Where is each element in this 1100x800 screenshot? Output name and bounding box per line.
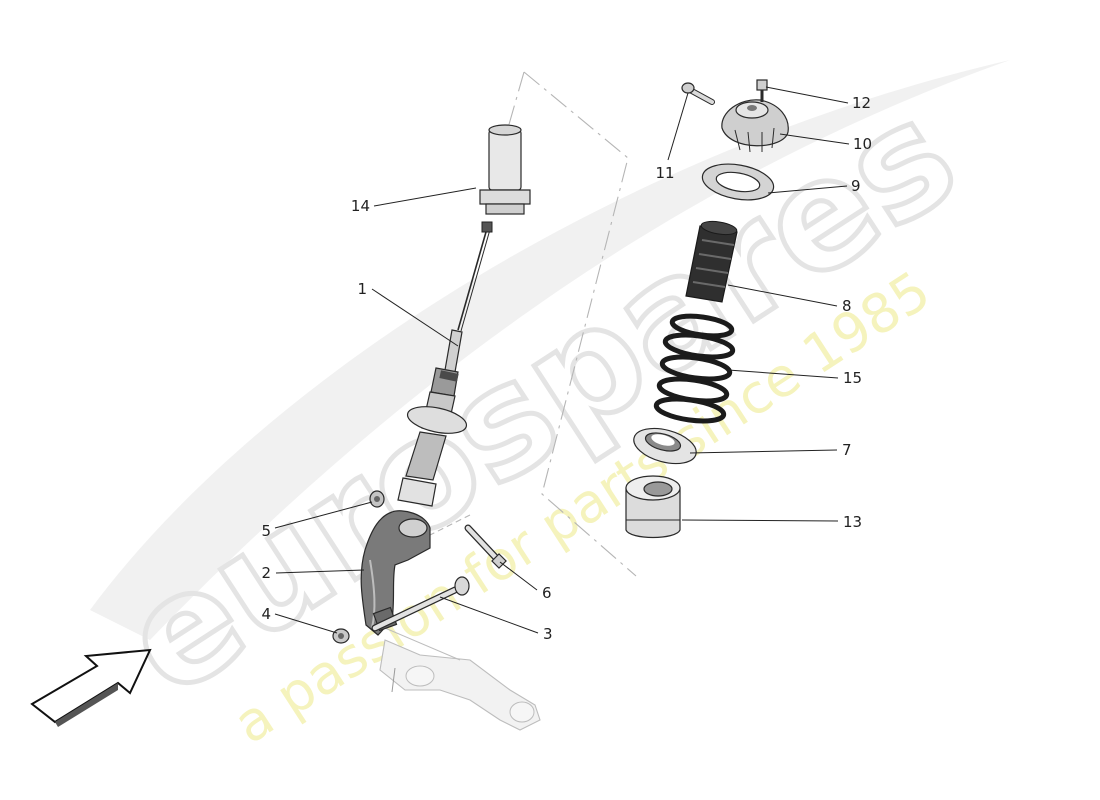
part-13-lower-seat [625,475,681,539]
callout-2: 2 [261,564,271,582]
part-10-top-mount [721,99,789,153]
leader-lines [274,86,850,634]
leader-7 [689,449,838,454]
part-12-screw [756,79,768,102]
callout-9: 9 [851,177,861,195]
leader-12 [765,86,849,104]
callout-10: 10 [853,135,872,153]
watermark: eurospares a passion for parts since 198… [90,60,1010,756]
leader-3 [439,596,539,634]
callout-8: 8 [842,297,852,315]
arrow-right-icon [30,648,152,727]
callout-4: 4 [261,605,271,623]
part-14-dust-cover [479,124,531,215]
callout-7: 7 [842,441,852,459]
watermark-brand: eurospares [95,68,985,730]
leader-13 [681,519,839,522]
leader-9 [767,185,848,194]
part-6-upper-bolt [464,524,507,569]
part-3-lower-bolt [371,576,470,632]
dash-dot-boundary [523,71,637,577]
leader-14 [373,187,477,207]
dash-dot-top [507,71,525,129]
callout-6: 6 [542,584,552,602]
callout-12: 12 [852,94,871,112]
part-15-coil-spring [653,313,736,424]
part-11-bolt [681,82,715,105]
leader-1 [371,288,459,347]
part-4-nut [332,628,350,644]
callout-1: 1 [357,280,367,298]
leader-6 [499,561,538,591]
leader-8 [727,284,838,307]
part-2-knuckle-bracket [360,510,431,636]
lower-control-arm [379,627,541,731]
part-1-shock-absorber [397,221,493,507]
phantom-lines [419,71,637,577]
leader-5 [274,501,373,529]
leader-10 [779,133,850,145]
leader-11 [667,92,689,161]
part-9-upper-seat [701,163,775,201]
callout-14: 14 [351,197,370,215]
callout-3: 3 [543,625,553,643]
part-7-isolator [633,427,697,465]
leader-4 [274,613,338,634]
leader-2 [275,569,365,574]
callout-13: 13 [843,513,862,531]
callout-11: 11 [655,164,674,182]
leader-15 [727,369,839,379]
part-5-nut [369,490,385,508]
part-8-bellows [685,220,738,303]
callout-labels: 1 2 3 4 5 6 7 8 9 10 11 12 13 14 15 [261,94,872,643]
callout-5: 5 [261,522,271,540]
callout-15: 15 [843,369,862,387]
watermark-swoosh [90,60,1010,640]
